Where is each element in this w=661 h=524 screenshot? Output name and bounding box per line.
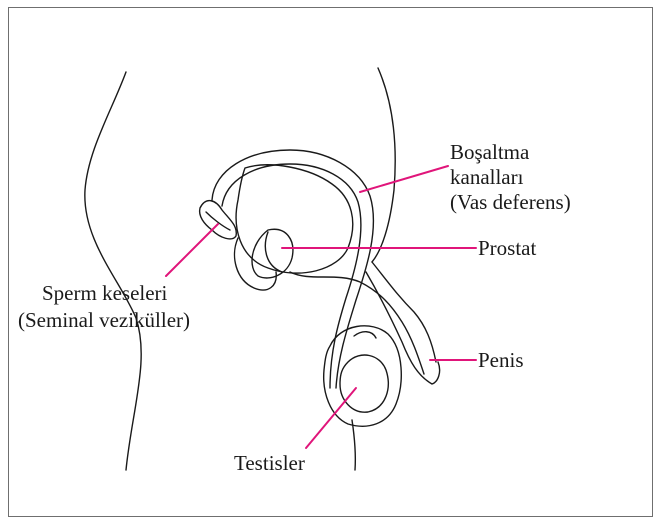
prostate-gland: [252, 229, 293, 278]
epididymis: [354, 332, 376, 338]
vas-deferens-inner: [222, 164, 361, 388]
label-seminal-line2: (Seminal veziküller): [18, 309, 190, 331]
thigh-contour: [352, 420, 355, 470]
label-testes: Testisler: [234, 452, 305, 474]
bladder-neck: [265, 232, 282, 272]
label-penis: Penis: [478, 349, 524, 371]
leader-vas-deferens: [360, 166, 448, 192]
label-vas-deferens-line2: kanalları: [450, 166, 523, 188]
seminal-vesicle: [200, 201, 237, 239]
label-seminal-line1: Sperm keseleri: [42, 282, 167, 304]
label-prostate: Prostat: [478, 237, 536, 259]
back-contour: [85, 72, 141, 470]
urethra: [290, 272, 424, 374]
leader-seminal-vesicles: [166, 224, 218, 276]
testis: [340, 355, 388, 412]
leader-testes: [306, 388, 356, 448]
abdomen-contour: [372, 68, 395, 262]
label-vas-deferens-line3: (Vas deferens): [450, 191, 571, 213]
label-vas-deferens-line1: Boşaltma: [450, 141, 529, 163]
bladder: [236, 165, 353, 273]
